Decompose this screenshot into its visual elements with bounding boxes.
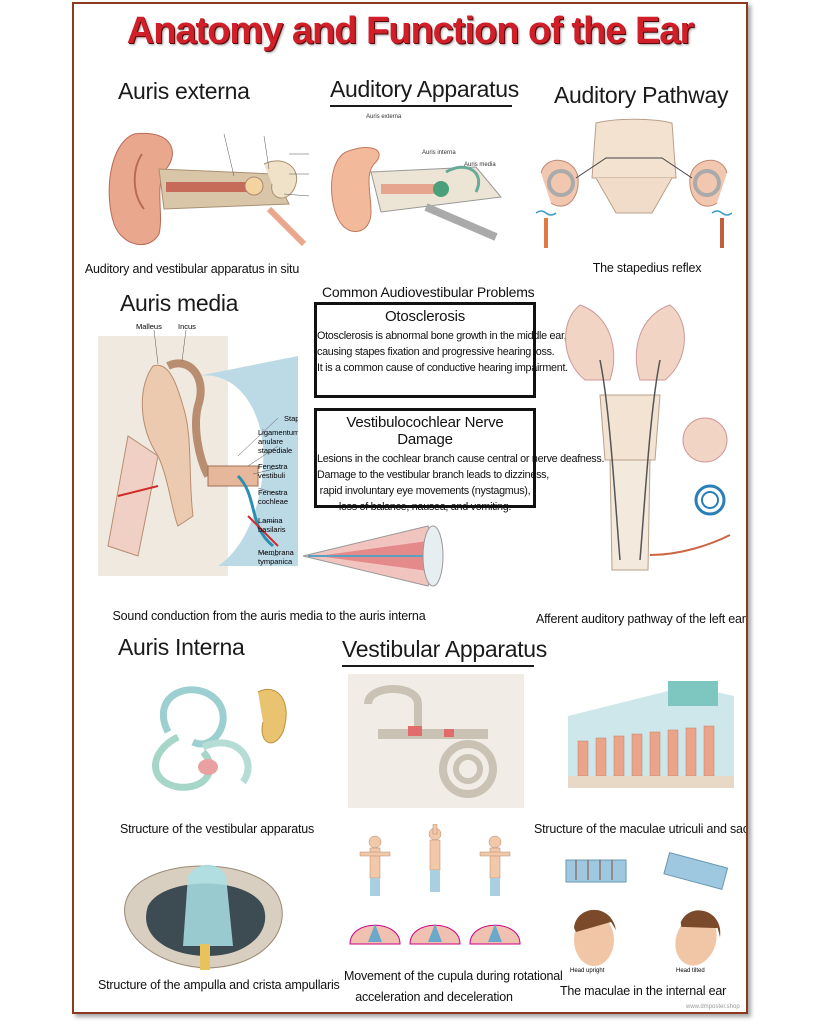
label-head-upright: Head upright (570, 968, 605, 974)
caption-ampulla: Structure of the ampulla and crista ampu… (98, 978, 340, 992)
problems-heading: Common Audiovestibular Problems (322, 284, 535, 300)
label-head-tilted: Head tilted (676, 968, 705, 974)
label-malleus: Malleus (136, 322, 162, 331)
rotating-figures-illustration (340, 824, 530, 966)
caption-cupula-line2: acceleration and deceleration (355, 990, 513, 1004)
vestibulocochlear-line: Lesions in the cochlear branch cause cen… (317, 453, 605, 465)
section-title-vestibular-apparatus: Vestibular Apparatus (342, 636, 547, 667)
caption-afferent-pathway: Afferent auditory pathway of the left ea… (536, 612, 746, 626)
otosclerosis-box: Otosclerosis Otosclerosis is abnormal bo… (314, 302, 568, 398)
vestibulocochlear-line: loss of balance, nausea, and vomiting. (338, 501, 512, 513)
section-title-auris-media: Auris media (120, 290, 239, 316)
section-title-auris-externa: Auris externa (118, 78, 250, 104)
caption-stapedius-reflex: The stapedius reflex (592, 261, 702, 275)
cochlear-duct-illustration (298, 516, 448, 596)
vestibulocochlear-box: Vestibulocochlear Nerve Damage Lesions i… (314, 408, 605, 513)
vestibulocochlear-line: Damage to the vestibular branch leads to… (317, 469, 549, 481)
ear-apparatus-illustration: Auris externa Auris interna Auris media (326, 112, 514, 242)
section-title-auditory-apparatus: Auditory Apparatus (330, 76, 519, 107)
caption-maculae: Structure of the maculae utriculi and sa… (534, 822, 748, 836)
otosclerosis-line: It is a common cause of conductive heari… (317, 362, 568, 374)
section-title-auris-interna: Auris Interna (118, 634, 245, 660)
heads-tilt-illustration: Head upright Head tilted (556, 840, 736, 980)
stapedius-reflex-illustration (536, 118, 732, 254)
middle-ear-ossicles-illustration: Malleus Incus Stapes Ligamentum anulare … (98, 316, 298, 578)
ampulla-crista-illustration (108, 856, 304, 972)
caption-vestibular-apparatus: Structure of the vestibular apparatus (120, 822, 315, 836)
label-auris-media: Auris media (464, 162, 496, 168)
vestibulocochlear-title: Vestibulocochlear Nerve Damage (346, 414, 504, 448)
labyrinth-illustration (348, 674, 524, 808)
macula-hair-cells-illustration (538, 676, 734, 808)
label-fenestra-vestibuli: Fenestra vestibuli (258, 462, 288, 480)
label-auris-externa: Auris externa (366, 114, 402, 120)
label-auris-interna: Auris interna (422, 150, 456, 156)
caption-maculae-internal: The maculae in the internal ear (559, 984, 727, 998)
poster-title: Anatomy and Function of the Ear (126, 10, 694, 52)
brain-pathway-illustration (550, 300, 744, 598)
caption-auris-externa: Auditory and vestibular apparatus in sit… (84, 262, 300, 276)
label-stapes: Stapes (284, 414, 298, 423)
label-lamina-basilaris: Lamina basilaris (258, 516, 286, 534)
vestibular-apparatus-illustration (108, 672, 304, 812)
caption-cupula-line1: Movement of the cupula during rotational (344, 969, 563, 983)
caption-auris-media: Sound conduction from the auris media to… (112, 609, 426, 623)
otosclerosis-line: Otosclerosis is abnormal bone growth in … (317, 330, 567, 342)
poster: Anatomy and Function of the Ear Auris ex… (72, 2, 748, 1014)
ear-cross-section-illustration (104, 114, 314, 256)
label-fenestra-cochleae: Fenestra cochleae (258, 488, 289, 506)
section-title-auditory-pathway: Auditory Pathway (554, 82, 729, 108)
watermark: www.dmposter.shop (686, 1004, 740, 1010)
label-incus: Incus (178, 322, 196, 331)
label-membrana-tympanica: Membrana tympanica (258, 548, 294, 566)
otosclerosis-title: Otosclerosis (384, 308, 466, 325)
label-ligamentum: Ligamentum anulare stapediale (258, 428, 298, 455)
vestibulocochlear-line: rapid involuntary eye movements (nystagm… (319, 485, 531, 497)
otosclerosis-line: causing stapes fixation and progressive … (317, 346, 555, 358)
